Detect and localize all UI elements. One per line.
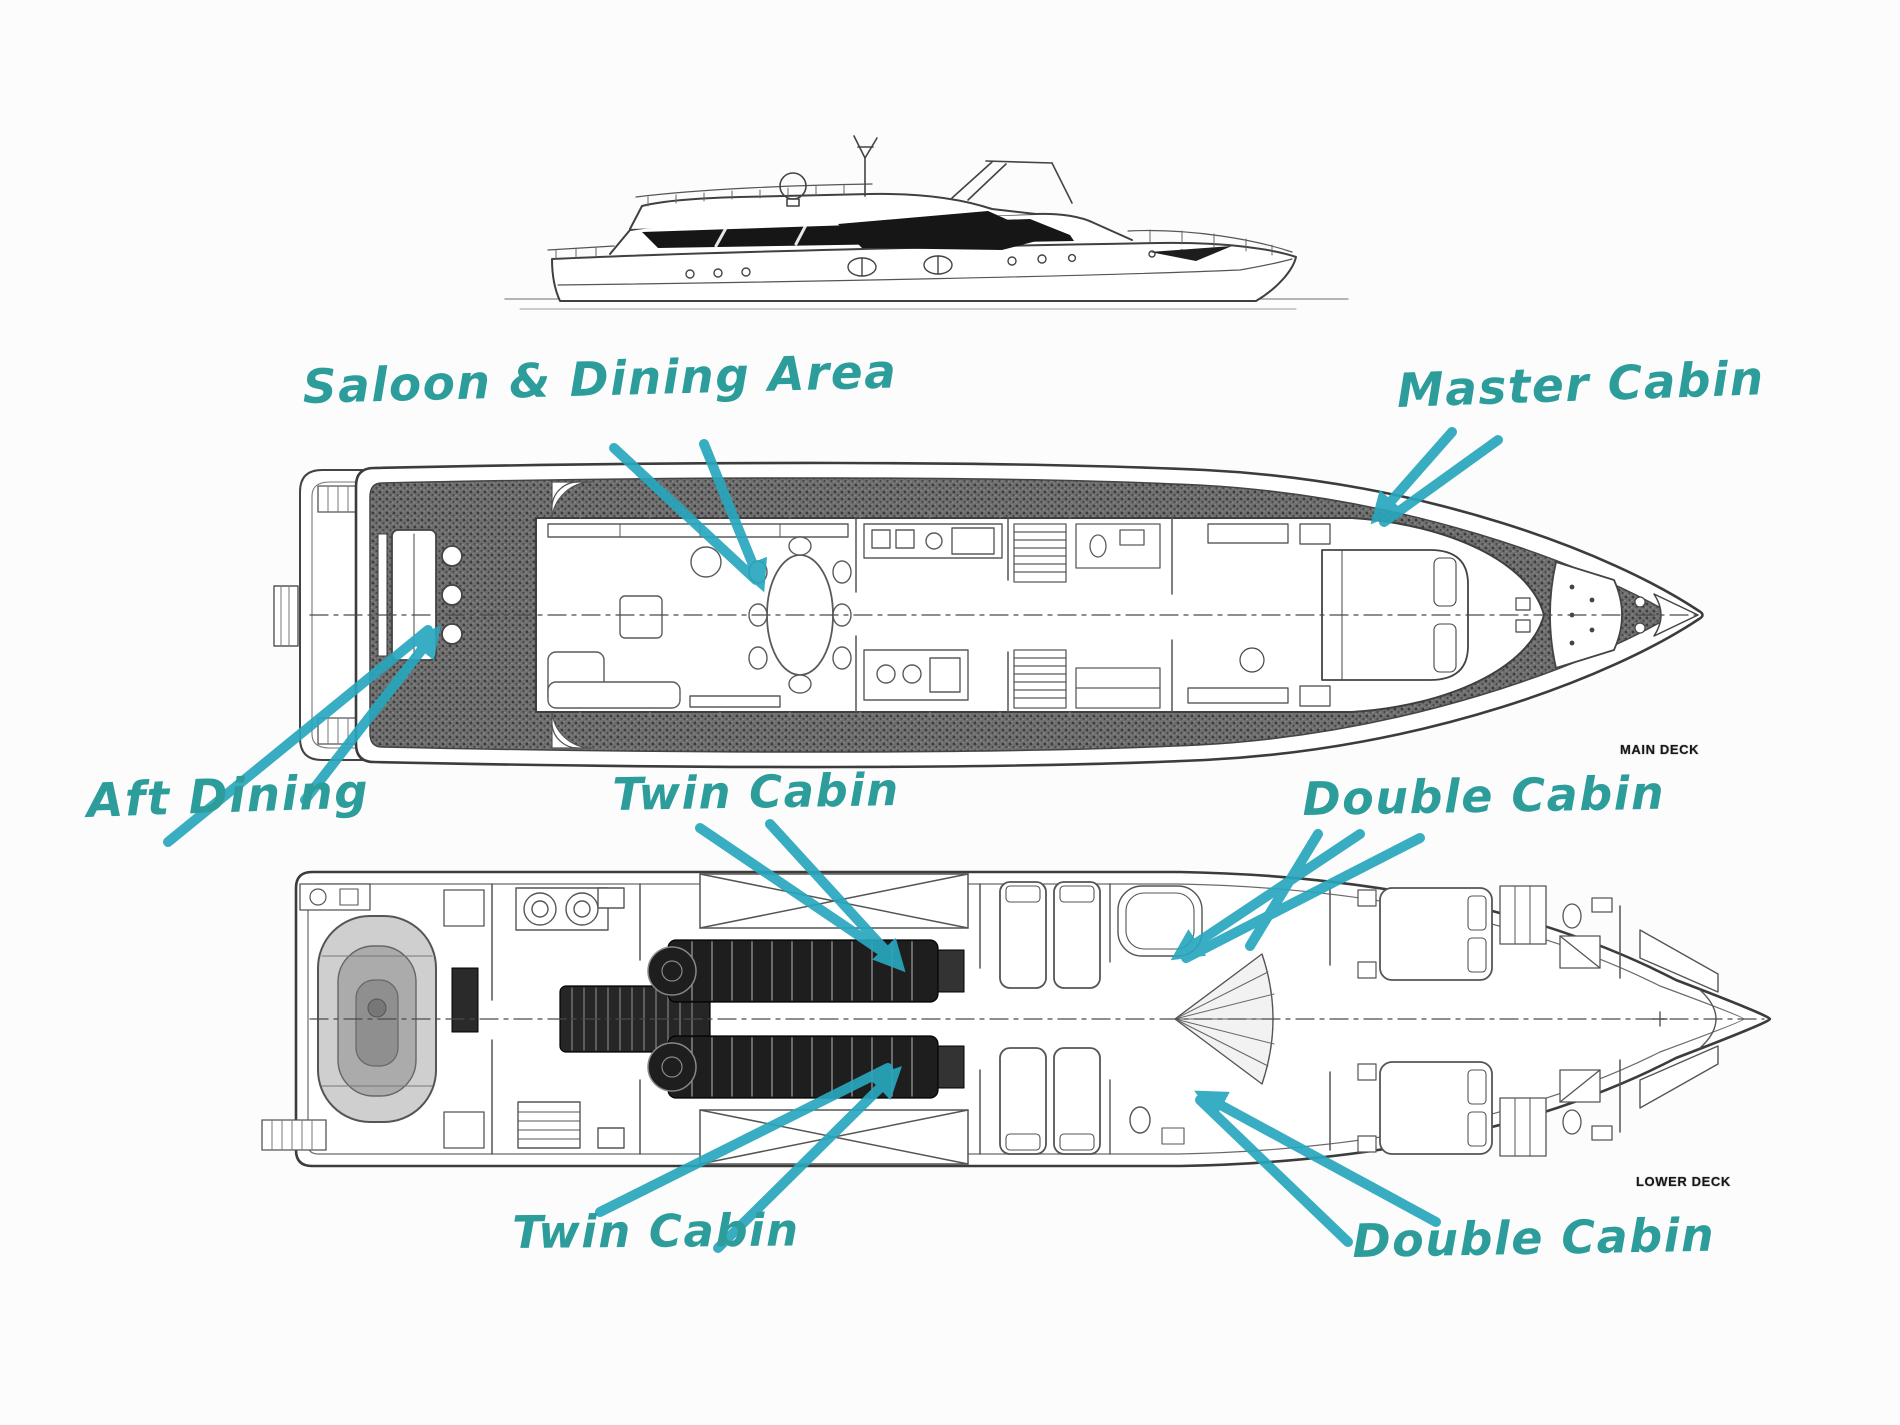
arrow-double-cabin-upper	[1170, 829, 1425, 963]
caption-main-deck: MAIN DECK	[1620, 742, 1700, 757]
companionway-stairs	[1174, 953, 1278, 1085]
label-twin-cabin-lower: Twin Cabin	[512, 1203, 800, 1259]
master-cabin-furniture	[1187, 523, 1469, 707]
twin-cabins	[999, 881, 1101, 1155]
tender-garage	[317, 883, 493, 1155]
saloon-furniture	[547, 523, 852, 709]
arrow-aft-dining	[163, 625, 441, 847]
main-deck-plan	[273, 461, 1704, 769]
lower-deck-plan	[261, 870, 1772, 1168]
engines	[559, 939, 965, 1099]
arrow-master-cabin	[1370, 427, 1503, 527]
label-twin-cabin-upper: Twin Cabin	[612, 762, 901, 821]
arrow-saloon-dining	[609, 439, 768, 593]
stairs-and-dayhead	[1013, 523, 1161, 709]
double-cabins	[1357, 885, 1547, 1157]
arrow-twin-cabin-upper	[695, 819, 906, 973]
forward-ensuites	[1559, 897, 1621, 1141]
label-double-cabin-lower: Double Cabin	[1352, 1207, 1716, 1268]
caption-lower-deck: LOWER DECK	[1636, 1174, 1731, 1189]
label-double-cabin-upper: Double Cabin	[1302, 765, 1666, 826]
yacht-side-profile-drawing	[504, 135, 1349, 310]
galley	[863, 523, 1003, 701]
crew-laundry	[515, 887, 625, 1149]
arrow-twin-cabin-lower	[595, 1063, 902, 1253]
label-aft-dining: Aft Dining	[86, 764, 371, 829]
annotation-arrows	[163, 427, 1503, 1253]
arrow-double-cabin-lower	[1194, 1090, 1441, 1247]
